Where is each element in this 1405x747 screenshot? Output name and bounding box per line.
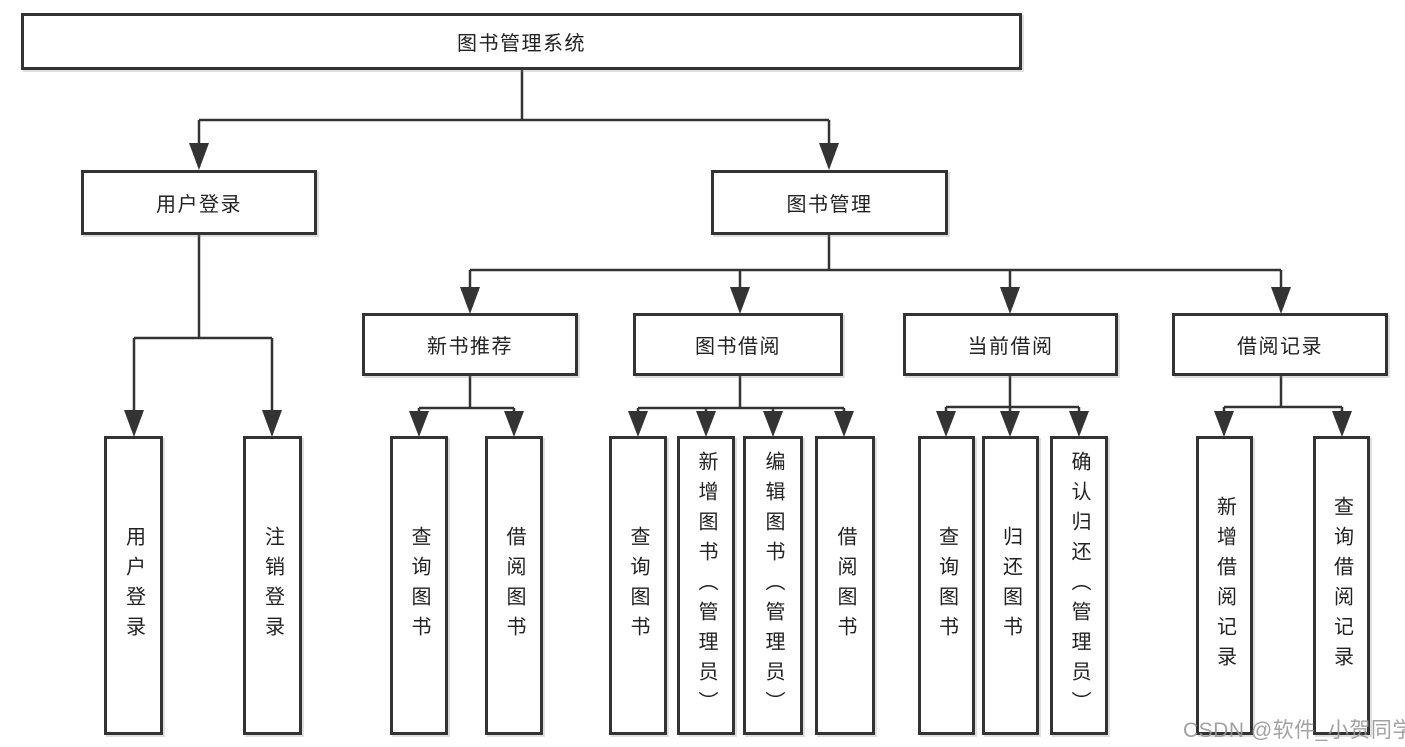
connector-user-login-children bbox=[124, 234, 282, 437]
leaf-newrec-query-book: 查询图书 bbox=[390, 436, 448, 735]
leaf-current-query-book: 查询图书 bbox=[918, 436, 975, 735]
node-user-login: 用户登录 bbox=[81, 170, 317, 235]
node-new-book-rec-label: 新书推荐 bbox=[427, 336, 513, 358]
connector-borrow-record-children bbox=[1214, 376, 1352, 437]
leaf-edit-book-admin: 编辑图书（管理员） bbox=[743, 436, 803, 735]
node-current-borrow: 当前借阅 bbox=[903, 313, 1118, 376]
leaf-add-borrow-record-label: 新增借阅记录 bbox=[1213, 495, 1236, 676]
leaf-newrec-borrow-book: 借阅图书 bbox=[485, 436, 543, 735]
leaf-borrow-book: 借阅图书 bbox=[815, 436, 875, 735]
leaf-logout-label: 注销登录 bbox=[261, 525, 284, 646]
leaf-confirm-return-admin: 确认归还（管理员） bbox=[1050, 436, 1108, 735]
connector-book-borrow-children bbox=[628, 376, 854, 437]
leaf-borrow-query-book-label: 查询图书 bbox=[627, 525, 649, 646]
connector-root-to-level2 bbox=[189, 69, 839, 170]
leaf-confirm-return-admin-label: 确认归还（管理员） bbox=[1068, 450, 1090, 721]
leaf-add-borrow-record: 新增借阅记录 bbox=[1196, 436, 1253, 735]
node-book-borrow: 图书借阅 bbox=[633, 313, 843, 376]
leaf-add-book-admin: 新增图书（管理员） bbox=[677, 436, 735, 735]
leaf-current-query-book-label: 查询图书 bbox=[935, 525, 958, 646]
leaf-return-book-label: 归还图书 bbox=[999, 525, 1022, 646]
node-root-label: 图书管理系统 bbox=[457, 33, 586, 55]
node-current-borrow-label: 当前借阅 bbox=[967, 336, 1054, 358]
leaf-newrec-query-book-label: 查询图书 bbox=[408, 525, 430, 646]
csdn-watermark: CSDN @软件_小贺同学 bbox=[1183, 719, 1405, 742]
leaf-logout: 注销登录 bbox=[243, 436, 302, 735]
node-new-book-rec: 新书推荐 bbox=[362, 313, 578, 376]
leaf-user-login: 用户登录 bbox=[104, 436, 163, 735]
leaf-borrow-book-label: 借阅图书 bbox=[834, 525, 856, 646]
leaf-return-book: 归还图书 bbox=[982, 436, 1039, 735]
connector-new-book-children bbox=[409, 376, 524, 437]
node-book-mgmt: 图书管理 bbox=[711, 170, 948, 235]
leaf-add-book-admin-label: 新增图书（管理员） bbox=[695, 450, 717, 721]
leaf-query-borrow-record: 查询借阅记录 bbox=[1313, 436, 1370, 735]
node-borrow-record: 借阅记录 bbox=[1172, 313, 1388, 376]
leaf-user-login-label: 用户登录 bbox=[122, 525, 145, 646]
leaf-query-borrow-record-label: 查询借阅记录 bbox=[1330, 495, 1353, 676]
node-root: 图书管理系统 bbox=[21, 13, 1022, 70]
leaf-borrow-query-book: 查询图书 bbox=[609, 436, 667, 735]
node-borrow-record-label: 借阅记录 bbox=[1237, 336, 1323, 358]
node-user-login-label: 用户登录 bbox=[156, 194, 242, 216]
leaf-newrec-borrow-book-label: 借阅图书 bbox=[503, 525, 525, 646]
leaf-edit-book-admin-label: 编辑图书（管理员） bbox=[762, 450, 784, 721]
connector-current-borrow-children bbox=[936, 376, 1089, 437]
node-book-borrow-label: 图书借阅 bbox=[695, 336, 781, 358]
connector-book-mgmt-children bbox=[460, 234, 1291, 314]
node-book-mgmt-label: 图书管理 bbox=[786, 194, 873, 216]
